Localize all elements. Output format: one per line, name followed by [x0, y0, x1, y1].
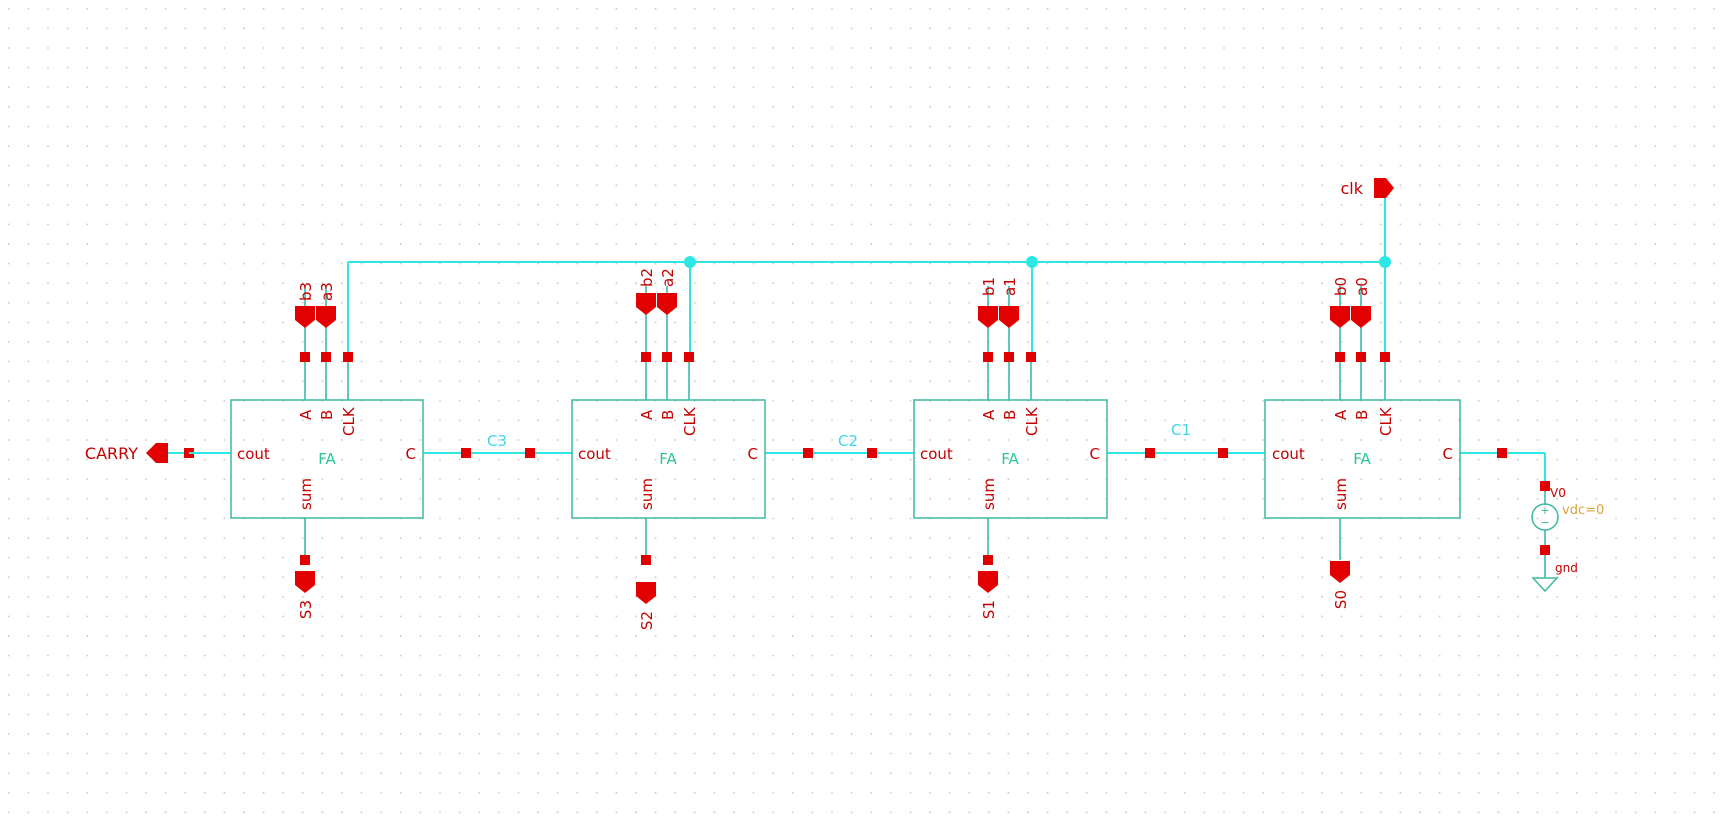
input-port-icon — [657, 293, 677, 315]
input-port-label-a: a2 — [659, 268, 677, 287]
clk-port-label: clk — [1340, 179, 1363, 198]
pin-label-sum: sum — [297, 478, 315, 510]
clock-bus[interactable] — [347, 188, 1391, 357]
input-port-icon — [636, 293, 656, 315]
minus-sign-icon: − — [1540, 516, 1549, 529]
pin-label-b: B — [1001, 410, 1019, 420]
output-port-icon — [978, 571, 998, 593]
carry-output-port[interactable]: CARRY — [85, 443, 194, 463]
adder-body — [571, 399, 766, 519]
pin-label-a: A — [980, 409, 998, 420]
input-port-icon — [978, 306, 998, 328]
net-label-c3: C3 — [487, 432, 507, 450]
instance-cell-name: FA — [318, 450, 336, 468]
junction-dot — [1026, 256, 1038, 268]
pin-label-clk: CLK — [681, 406, 699, 436]
ground-icon — [1531, 577, 1559, 593]
pin-label-clk: CLK — [1023, 406, 1041, 436]
source-instance-name: V0 — [1550, 486, 1566, 500]
sum-output-label: S3 — [297, 600, 315, 619]
clk-input-port[interactable]: clk — [1340, 178, 1394, 198]
input-port-label-a: a0 — [1353, 277, 1371, 296]
pin-label-a: A — [297, 409, 315, 420]
full-adder-instance[interactable]: b1 a1 S1 A B CLK cout C sum FA — [913, 277, 1108, 619]
junction-dot — [684, 256, 696, 268]
output-port-icon — [1330, 561, 1350, 583]
instance-cell-name: FA — [1353, 450, 1371, 468]
carry-port-icon — [146, 443, 168, 463]
input-port-icon — [1351, 306, 1371, 328]
input-port-icon — [999, 306, 1019, 328]
dc-voltage-source[interactable]: + − V0 vdc=0 gnd — [1531, 481, 1604, 593]
net-label-c1: C1 — [1171, 421, 1191, 439]
plus-sign-icon: + — [1540, 504, 1549, 517]
pin-label-a: A — [638, 409, 656, 420]
carry-port-label: CARRY — [85, 444, 138, 463]
pin-label-cout: cout — [237, 445, 270, 463]
pin-label-c: C — [748, 445, 758, 463]
pin-label-b: B — [1353, 410, 1371, 420]
input-port-label-b: b0 — [1332, 277, 1350, 296]
source-parameter: vdc=0 — [1562, 503, 1604, 518]
pin-label-a: A — [1332, 409, 1350, 420]
full-adder-instance[interactable]: b3 a3 S3 A B CLK cout C sum FA — [230, 282, 424, 619]
carry-chain-pins — [461, 448, 1507, 458]
instance-cell-name: FA — [659, 450, 677, 468]
adder-body — [913, 399, 1108, 519]
input-port-label-b: b3 — [297, 282, 315, 301]
sum-output-label: S0 — [1332, 590, 1350, 609]
pin-label-clk: CLK — [1377, 406, 1395, 436]
input-port-label-b: b1 — [980, 277, 998, 296]
input-port-label-a: a3 — [318, 282, 336, 301]
input-port-label-b: b2 — [638, 268, 656, 287]
sum-output-label: S1 — [980, 600, 998, 619]
input-port-icon — [316, 306, 336, 328]
instance-cell-name: FA — [1001, 450, 1019, 468]
junction-dot — [1379, 256, 1391, 268]
adder-body — [230, 399, 424, 519]
pin-label-cout: cout — [920, 445, 953, 463]
ground-label: gnd — [1555, 561, 1578, 575]
pin-label-cout: cout — [1272, 445, 1305, 463]
input-port-icon — [1330, 306, 1350, 328]
pin-label-c: C — [1090, 445, 1100, 463]
sum-output-label: S2 — [638, 611, 656, 630]
pin-label-c: C — [1443, 445, 1453, 463]
full-adder-instance[interactable]: b2 a2 S2 A B CLK cout C sum FA — [571, 268, 766, 630]
input-port-icon — [295, 306, 315, 328]
full-adder-instance[interactable]: b0 a0 S0 A B CLK cout C sum FA — [1264, 277, 1461, 609]
pin-label-b: B — [659, 410, 677, 420]
pin-label-sum: sum — [980, 478, 998, 510]
output-port-icon — [295, 571, 315, 593]
net-label-c2: C2 — [838, 432, 858, 450]
pin-label-b: B — [318, 410, 336, 420]
adder-body — [1264, 399, 1461, 519]
pin-label-c: C — [406, 445, 416, 463]
output-port-icon — [636, 582, 656, 604]
pin-label-cout: cout — [578, 445, 611, 463]
clk-port-icon — [1374, 178, 1394, 198]
pin-label-clk: CLK — [340, 406, 358, 436]
pin-label-sum: sum — [638, 478, 656, 510]
pin-label-sum: sum — [1332, 478, 1350, 510]
input-port-label-a: a1 — [1001, 277, 1019, 296]
